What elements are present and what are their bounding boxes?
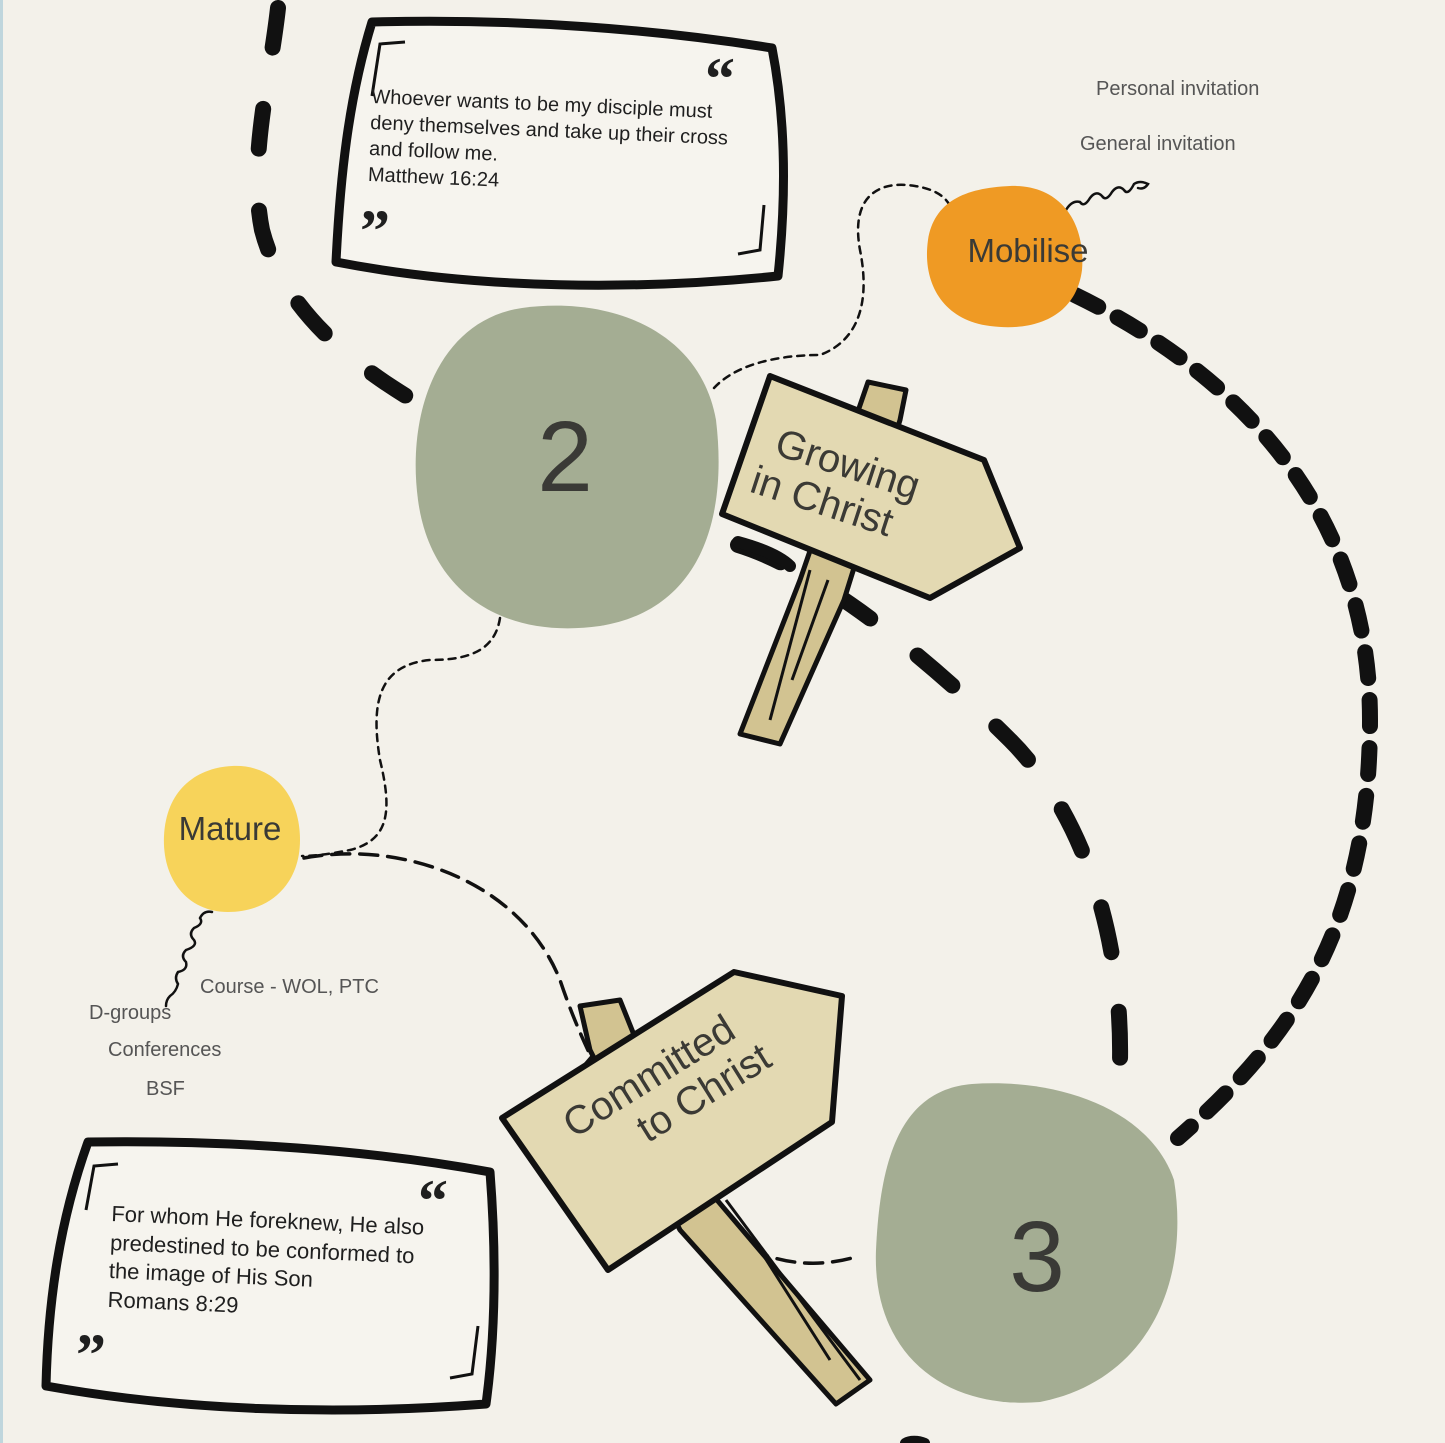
squiggle-mature <box>164 910 214 1008</box>
note-d-groups: D-groups <box>89 1002 172 1024</box>
path-top-left <box>249 0 438 418</box>
note-course: Course - WOL, PTC <box>200 976 379 998</box>
signpost-growing <box>719 373 1023 747</box>
dotted-path-2-to-mature <box>300 616 502 858</box>
quote-box-2-corner-br <box>449 1325 480 1380</box>
stage-2-number: 2 <box>537 401 593 513</box>
mature-label: Mature <box>178 810 282 847</box>
stage-3-number: 3 <box>1009 1201 1065 1313</box>
dotted-path-2-to-mobilise <box>712 183 954 390</box>
quote-box-2-frame <box>41 1137 499 1415</box>
stage-2-blob <box>415 305 719 629</box>
note-personal-invitation: Personal invitation <box>1096 78 1260 100</box>
signpost-growing-board <box>719 373 1023 601</box>
quote-1-body: Whoever wants to be my disciple must den… <box>367 84 729 204</box>
note-conferences: Conferences <box>108 1039 222 1061</box>
quote-box-2-corner-tl <box>84 1162 119 1211</box>
quote-box-1-corner-br <box>737 204 766 256</box>
signpost-committed-board <box>499 969 845 1273</box>
quote-1-open-mark: “ <box>705 46 735 112</box>
note-general-invitation: General invitation <box>1080 133 1236 155</box>
quote-box-1-corner-tl <box>370 40 406 97</box>
path-right-arc <box>1067 287 1379 1146</box>
path-middle <box>730 537 1129 1108</box>
squiggle-mobilise <box>1064 180 1150 212</box>
quote-1-close-mark: ” <box>360 198 390 264</box>
quote-box-1-frame <box>331 16 788 290</box>
left-edge-rule <box>0 0 3 1443</box>
note-bsf: BSF <box>146 1078 185 1100</box>
mature-blob <box>163 765 300 912</box>
quote-2-close-mark: ” <box>76 1322 106 1388</box>
path-bottom-stub <box>900 1435 930 1443</box>
signpost-committed <box>499 969 873 1407</box>
quote-2-open-mark: “ <box>418 1168 448 1234</box>
quote-2-body: For whom He foreknew, He also predestine… <box>107 1200 425 1328</box>
mobilise-blob <box>926 185 1083 328</box>
mobilise-label: Mobilise <box>967 232 1089 269</box>
stage-3-blob <box>875 1083 1178 1403</box>
